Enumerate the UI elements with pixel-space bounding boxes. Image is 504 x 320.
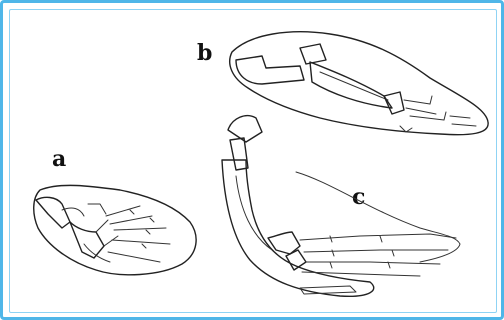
limb-drawing-a xyxy=(34,185,196,274)
limb-drawing-b xyxy=(230,32,488,135)
limb-drawing-c xyxy=(222,116,460,297)
